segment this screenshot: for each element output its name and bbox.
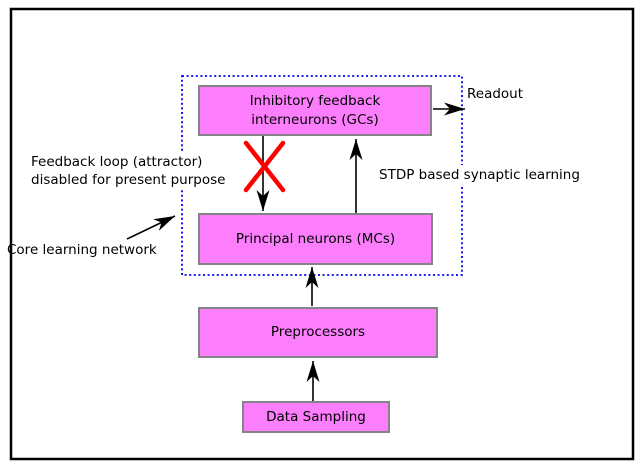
box-principal-label: Principal neurons (MCs) (235, 230, 396, 247)
label-stdp-learning-note: STDP based synaptic learning (377, 165, 582, 185)
disabled-cross (243, 140, 286, 193)
outer-border (9, 7, 635, 461)
box-inhibitory-line1: Inhibitory feedback (249, 92, 381, 109)
label-readout: Readout (467, 86, 524, 102)
label-feedback-line1: Feedback loop (attractor) (31, 154, 203, 170)
box-principal-neurons: Principal neurons (MCs) (198, 213, 433, 265)
box-preprocessors-label: Preprocessors (270, 324, 366, 340)
label-feedback-line2: disabled for present purpose (31, 172, 226, 188)
box-data-sampling-label: Data Sampling (266, 408, 366, 425)
box-inhibitory-interneurons: Inhibitory feedback interneurons (GCs) (198, 85, 432, 136)
core-network-dotted-outline (181, 75, 463, 276)
label-feedback-disabled-note: Feedback loop (attractor) disabled for p… (29, 152, 228, 190)
box-data-sampling: Data Sampling (242, 401, 390, 433)
arrow-core-network-pointer (126, 215, 176, 240)
label-core-learning-network: Core learning network (7, 242, 157, 258)
box-inhibitory-line2: interneurons (GCs) (251, 111, 379, 128)
box-preprocessors: Preprocessors (198, 307, 438, 358)
